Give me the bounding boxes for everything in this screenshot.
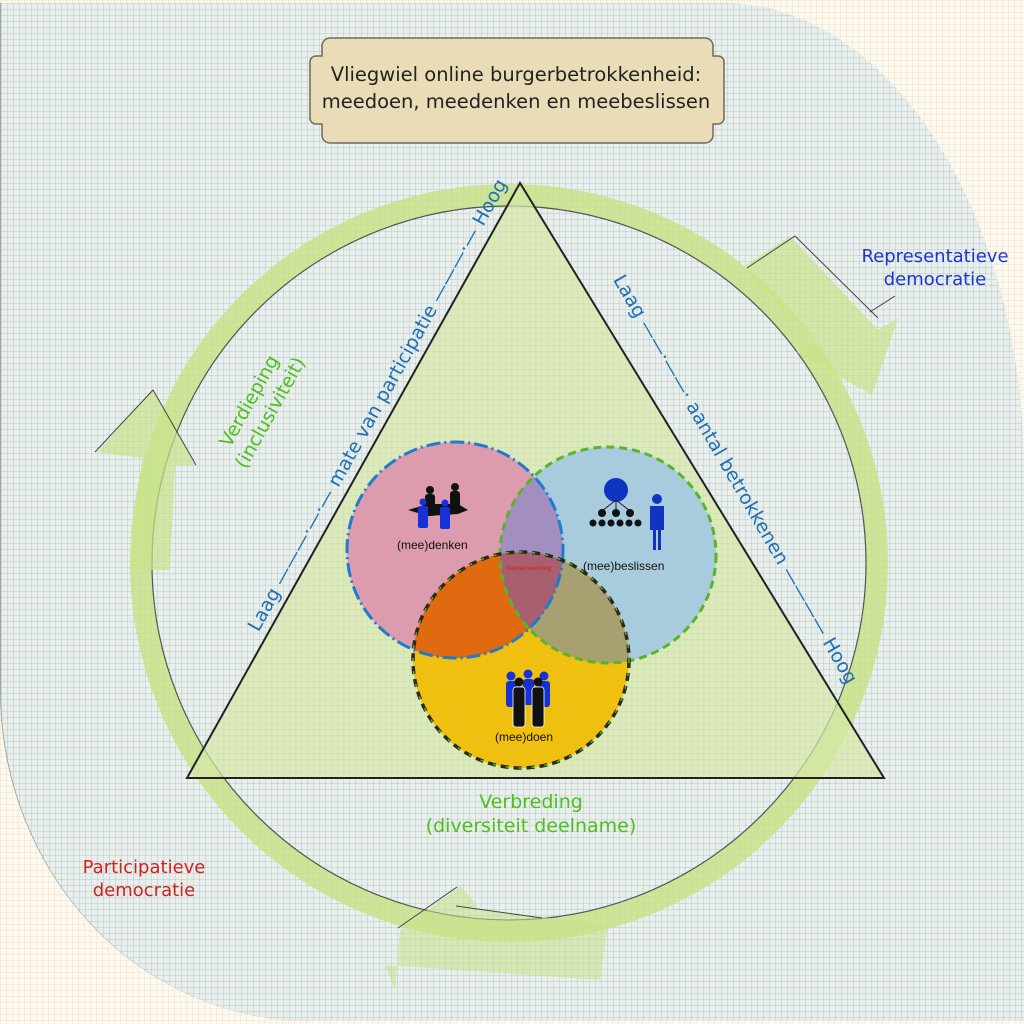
participative-line-1: Participatieve: [82, 857, 206, 878]
beslissen-label: (mee)beslissen: [583, 559, 665, 573]
arrow-left-up: [94, 389, 197, 570]
denken-label: (mee)denken: [397, 538, 468, 552]
title-box: [309, 37, 725, 144]
representative-line-2: democratie: [883, 269, 987, 290]
verbreding-line-1: Verbreding: [479, 791, 583, 813]
participative-line-2: democratie: [92, 880, 196, 901]
arrow-bottom-left: [385, 886, 608, 990]
title-line-1: Vliegwiel online burgerbetrokkenheid:: [330, 63, 702, 86]
circle-doen-outline-accent: [412, 551, 630, 769]
group-people-icon: [408, 483, 468, 529]
arrow-right-down: [742, 235, 898, 395]
crowd-people-icon: [506, 669, 550, 728]
representative-line-1: Representatieve: [861, 246, 1009, 267]
samenwerking-label: Samenwerking: [506, 565, 552, 572]
diagram-title: Vliegwiel online burgerbetrokkenheid: me…: [316, 35, 716, 141]
overlap-denken-doen: [413, 552, 563, 658]
hierarchy-person-icon: [589, 478, 664, 550]
representative-democracy-label: Representatieve democratie: [850, 245, 1020, 291]
verbreding-label: Verbreding (diversiteit deelname): [406, 790, 656, 838]
title-line-2: meedoen, meedenken en meebeslissen: [321, 90, 711, 113]
doen-label: (mee)doen: [495, 730, 554, 744]
participative-democracy-label: Participatieve democratie: [64, 856, 224, 902]
circle-denken-outline: [345, 440, 565, 660]
verbreding-line-2: (diversiteit deelname): [425, 815, 637, 837]
